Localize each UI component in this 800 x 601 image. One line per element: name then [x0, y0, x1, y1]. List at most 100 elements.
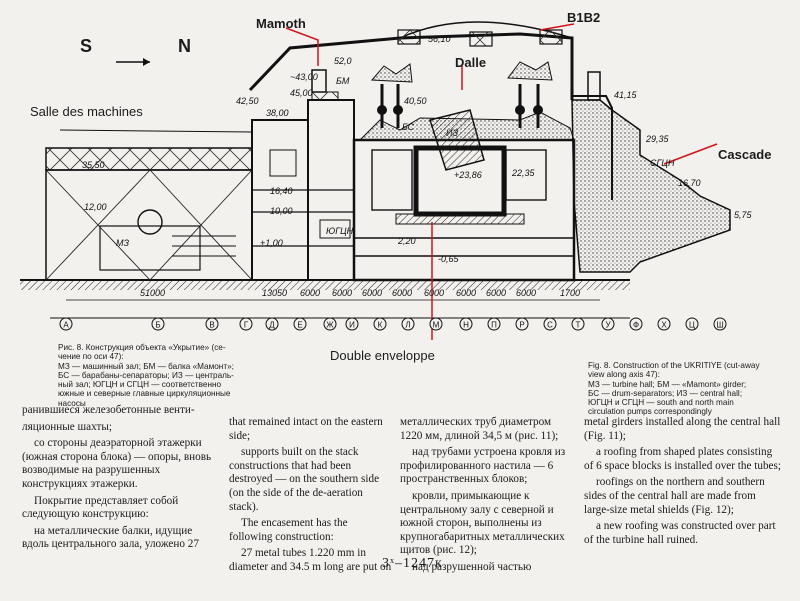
axis-letter: Д: [269, 321, 275, 330]
paragraph: 27 metal tubes 1.220 mm in diameter and …: [229, 547, 392, 573]
caption-line: ЮГЦН и СГЦН — south and north main: [588, 398, 734, 408]
paragraph: над разрушенной частью: [412, 560, 532, 573]
axis-marker: [151, 317, 165, 331]
caption-line: насосы: [58, 398, 86, 408]
drawing-label-elev-16-70: 16,70: [678, 178, 701, 188]
text-column-1: ранившиеся железобетонные венти-ляционны…: [22, 404, 218, 555]
drawing-label-dim-1700: 1700: [560, 288, 580, 298]
paragraph: a roofing from shaped plates consisting …: [584, 446, 781, 472]
cascade-label: Cascade: [718, 147, 772, 162]
paragraph: The encasement has the following constru…: [229, 517, 348, 543]
axis-letter: П: [491, 321, 497, 330]
drawing-label-elev-2-20: 2,20: [397, 236, 416, 246]
caption-line: circulation pumps correspondingly: [588, 407, 712, 417]
axis-letter: Е: [297, 321, 302, 330]
page-number: 3ˣ–1247к: [382, 556, 443, 571]
dalle-label: Dalle: [455, 55, 487, 70]
turbine-hall: [45, 129, 253, 281]
axis-letter: Х: [661, 321, 667, 330]
drawing-label-dim-6000: 6000: [486, 288, 506, 298]
caption-line: view along axis 47):: [588, 370, 660, 380]
paragraph: металлических труб диаметром 1220 мм, дл…: [400, 416, 559, 442]
paragraph: supports built on the stack construction…: [229, 446, 380, 513]
axis-letter: Б: [155, 321, 160, 330]
axis-marker: [429, 317, 443, 331]
drawing-label-elev-0-65: -0,65: [438, 254, 460, 264]
caption-line: чение по оси 47):: [58, 352, 124, 362]
drawing-label-dim-6000: 6000: [332, 288, 352, 298]
drawing-label-code-yugcn: ЮГЦН: [326, 226, 354, 236]
drawing-label-dim-6000: 6000: [456, 288, 476, 298]
axis-marker: [401, 317, 415, 331]
paragraph: ляционные шахты;: [22, 420, 112, 433]
text-column-3: металлических труб диаметром 1220 мм, дл…: [400, 416, 572, 578]
b1b2-label: B1B2: [567, 10, 601, 25]
axis-marker: [59, 317, 73, 331]
axis-marker: [601, 317, 615, 331]
drawing-label-elev-40-50: 40,50: [404, 96, 427, 106]
deaerator-stack: [251, 69, 355, 281]
paragraph: на металлические балки, идущие вдоль цен…: [22, 524, 199, 551]
drawing-label-elev-10-0: 10,00: [270, 206, 293, 216]
drawing-label-code-sgcn: СГЦН: [650, 158, 675, 168]
drawing-label-dim-6000: 6000: [362, 288, 382, 298]
annotation-leaders: [285, 23, 718, 340]
axis-marker: [293, 317, 307, 331]
paragraph: metal girders installed along the centra…: [584, 416, 781, 442]
drawing-label-elev-16-40: 16,40: [270, 186, 293, 196]
axis-letter: Р: [519, 321, 524, 330]
drawing-label-dim-6000: 6000: [300, 288, 320, 298]
axis-marker: [515, 317, 529, 331]
axis-letter: К: [378, 321, 383, 330]
caption-line: южные и северные главные циркуляционные: [58, 389, 231, 399]
paragraph: над трубами устроена кровля из профилиро…: [400, 446, 566, 486]
axis-letter: Ц: [689, 321, 695, 330]
paragraph: ранившиеся железобетонные венти-: [22, 404, 195, 416]
drawing-label-elev-42-50: 42,50: [236, 96, 259, 106]
axis-letter: И: [349, 321, 355, 330]
sarcophagus-roof: [248, 32, 574, 100]
axis-letter: М: [433, 321, 440, 330]
axis-letter: А: [63, 321, 69, 330]
drawing-label-elev-1-0: +1,00: [260, 238, 283, 248]
drawing-label-elev-56-10: 56,10: [428, 34, 451, 44]
drawing-label-elev-29-35: 29,35: [645, 134, 670, 144]
drawing-label-dim-6000: 6000: [516, 288, 536, 298]
drawing-label-code-bs: БС: [402, 122, 415, 132]
axis-marker: [239, 317, 253, 331]
paragraph: a new roofing was constructed over part …: [584, 520, 776, 546]
drawing-label-elev-5-75: 5,75: [734, 210, 753, 220]
reactor-block: [352, 109, 576, 282]
caption-line: ный зал; ЮГЦН и СГЦН — соответственно: [58, 380, 222, 390]
axis-marker: [373, 317, 387, 331]
drawing-label-code-bm: БМ: [336, 76, 350, 86]
cross-section-drawing: 42,5052,0~43,0045,0056,1041,1538,0035,50…: [20, 21, 753, 340]
text-column-2: that remained intact on the eastern side…: [229, 416, 392, 578]
axis-marker: [459, 317, 473, 331]
paragraph: кровли, примыкающие к центральному залу …: [400, 489, 565, 557]
salle-des-machines-label: Salle des machines: [30, 104, 143, 119]
drawing-label-elev-43-0: ~43,00: [290, 72, 318, 82]
paragraph: со стороны деаэраторной этажерки (южная …: [22, 437, 212, 490]
axis-marker: [713, 317, 727, 331]
drawing-label-elev-12-0: 12,00: [84, 202, 107, 212]
axis-letter: Л: [405, 321, 410, 330]
drawing-label-elev-52-0: 52,0: [334, 56, 352, 66]
caption-line: Рис. 8. Конструкция объекта «Укрытие» (с…: [58, 343, 226, 352]
axis-marker: [543, 317, 557, 331]
axis-marker: [487, 317, 501, 331]
axis-letter: Ф: [633, 321, 639, 330]
mamoth-label: Mamoth: [256, 16, 306, 31]
axis-letter: У: [605, 321, 611, 330]
drawing-label-elev-45-0: 45,00: [290, 88, 313, 98]
compass-north-label: N: [178, 36, 191, 56]
ground-hatch: [20, 280, 630, 290]
axis-letter: Т: [576, 321, 581, 330]
axis-marker: [205, 317, 219, 331]
drawing-label-elev-38-0: 38,00: [266, 108, 289, 118]
paragraph: that remained intact on the eastern side…: [229, 416, 383, 442]
caption-line: Fig. 8. Construction of the UKRITIYE (cu…: [588, 361, 760, 370]
axis-letter: Н: [463, 321, 469, 330]
caption-line: БС — drum-separators; ИЗ — central hall;: [588, 388, 742, 398]
axis-marker: [571, 317, 585, 331]
